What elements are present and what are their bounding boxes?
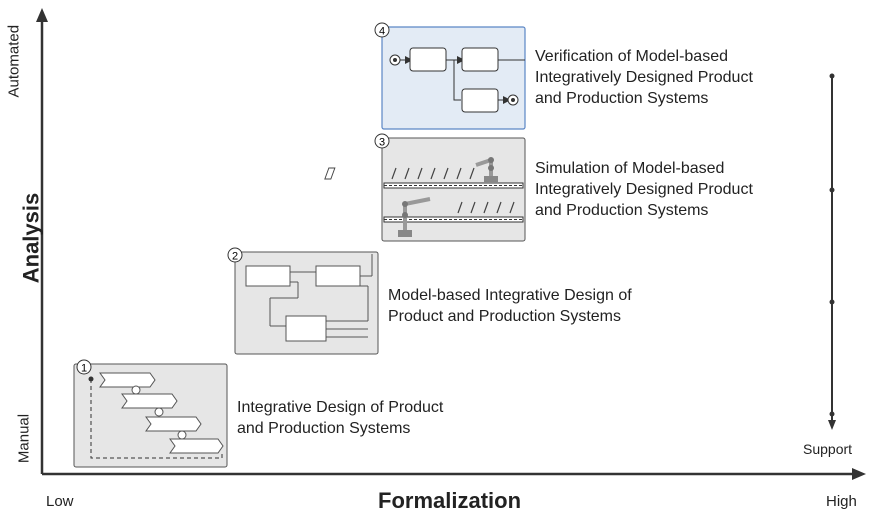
stage-4-number: 4 <box>379 26 385 38</box>
y-axis-low-label: Manual <box>15 413 33 464</box>
stage-1-label: Integrative Design of Product and Produc… <box>237 399 444 437</box>
stage-3-label: Simulation of Model-based Integratively … <box>535 160 753 219</box>
stage-4-panel: 4 <box>374 22 526 130</box>
x-axis-low-label: Low <box>46 493 74 510</box>
x-axis-arrowhead <box>852 468 866 480</box>
robot-arm-icon <box>398 197 431 237</box>
stage-4-label: Verification of Model-based Integrativel… <box>535 48 753 107</box>
y-axis-high-label: Automated <box>5 24 23 98</box>
stage-2-panel: 2 <box>227 247 379 355</box>
x-axis-title: Formalization <box>378 488 522 513</box>
y-axis-arrowhead <box>36 8 48 22</box>
stage-1-panel: 1 <box>73 359 228 468</box>
stage-3-panel: 3 <box>324 133 526 242</box>
x-axis-high-label: High <box>826 493 857 510</box>
support-label: Support <box>803 441 853 457</box>
stage-2-label: Model-based Integrative Design of Produc… <box>388 287 632 325</box>
stage-2-number: 2 <box>232 251 238 263</box>
robot-arm-icon <box>475 157 498 183</box>
stage-3-number: 3 <box>379 137 385 149</box>
stage-1-number: 1 <box>81 363 87 375</box>
support-arrow <box>828 73 836 430</box>
y-axis-title: Analysis <box>18 192 44 284</box>
